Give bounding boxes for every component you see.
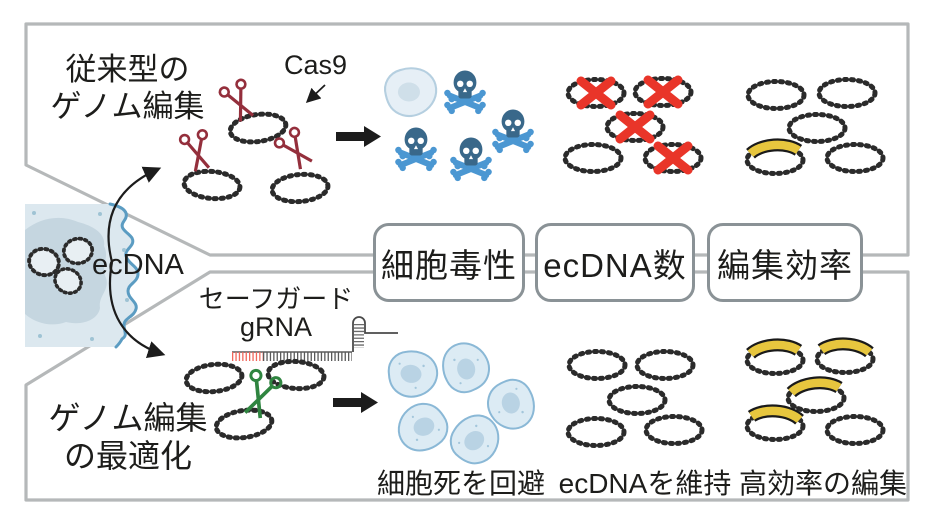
comparison-box-ecdna-count: ecDNA数	[535, 223, 695, 302]
arrow-to-conventional	[107, 166, 162, 263]
dna-circle-icon	[568, 419, 624, 446]
dna-circle-icon	[565, 145, 621, 172]
conventional-title-line2: ゲノム編集	[50, 89, 205, 124]
caption-maintain-ecdna: ecDNAを維持	[558, 468, 732, 499]
grna-schematic	[232, 316, 398, 361]
dna-circle-icon	[569, 352, 625, 379]
safeguard-label: セーフガード	[198, 284, 354, 314]
comparison-box-editing-efficiency: 編集効率	[707, 223, 863, 302]
comparison-box-label: 細胞毒性	[381, 246, 517, 284]
dna-circle-icon	[609, 387, 665, 414]
dna-circle-icon	[789, 115, 845, 142]
optimized-title-line2: の最適化	[63, 438, 192, 474]
conventional-cutting-group	[177, 76, 329, 203]
comparison-box-label: 編集効率	[717, 246, 853, 284]
cell-membrane-edge	[108, 202, 140, 349]
cas9-label: Cas9	[284, 50, 348, 80]
arrow-to-optimized	[108, 261, 166, 359]
branch-arrows	[107, 166, 166, 359]
grna-hairpin	[352, 316, 398, 352]
dying-cell-icon	[383, 67, 438, 118]
optimized-title-line1: ゲノム編集	[48, 400, 208, 436]
cas9-pointer-arrow	[305, 84, 326, 103]
conventional-editing-title: 従来型の ゲノム編集	[10, 51, 245, 125]
dna-circle-icon	[646, 417, 702, 444]
optimized-editing-title: ゲノム編集 の最適化	[8, 399, 248, 475]
comparison-box-label: ecDNA数	[543, 246, 687, 284]
conventional-title-line1: 従来型の	[65, 52, 190, 87]
comparison-box-cytotoxicity: 細胞毒性	[373, 223, 525, 302]
dna-circle-icon	[748, 82, 804, 109]
result-arrows	[333, 126, 381, 413]
caption-high-efficiency-editing: 高効率の編集	[738, 468, 907, 499]
ecdna-label: ecDNA	[92, 249, 184, 281]
tumor-cell-graphic	[24, 202, 140, 349]
dna-circle-icon	[827, 417, 883, 444]
grna-label: gRNA	[239, 312, 313, 342]
caption-avoid-cell-death: 細胞死を回避	[376, 468, 545, 499]
right-arrow-icon	[336, 126, 381, 147]
dna-circle-icon	[819, 80, 875, 107]
dna-circle-icon	[637, 352, 693, 379]
right-arrow-icon	[333, 392, 378, 413]
dna-circle-icon	[827, 145, 883, 172]
